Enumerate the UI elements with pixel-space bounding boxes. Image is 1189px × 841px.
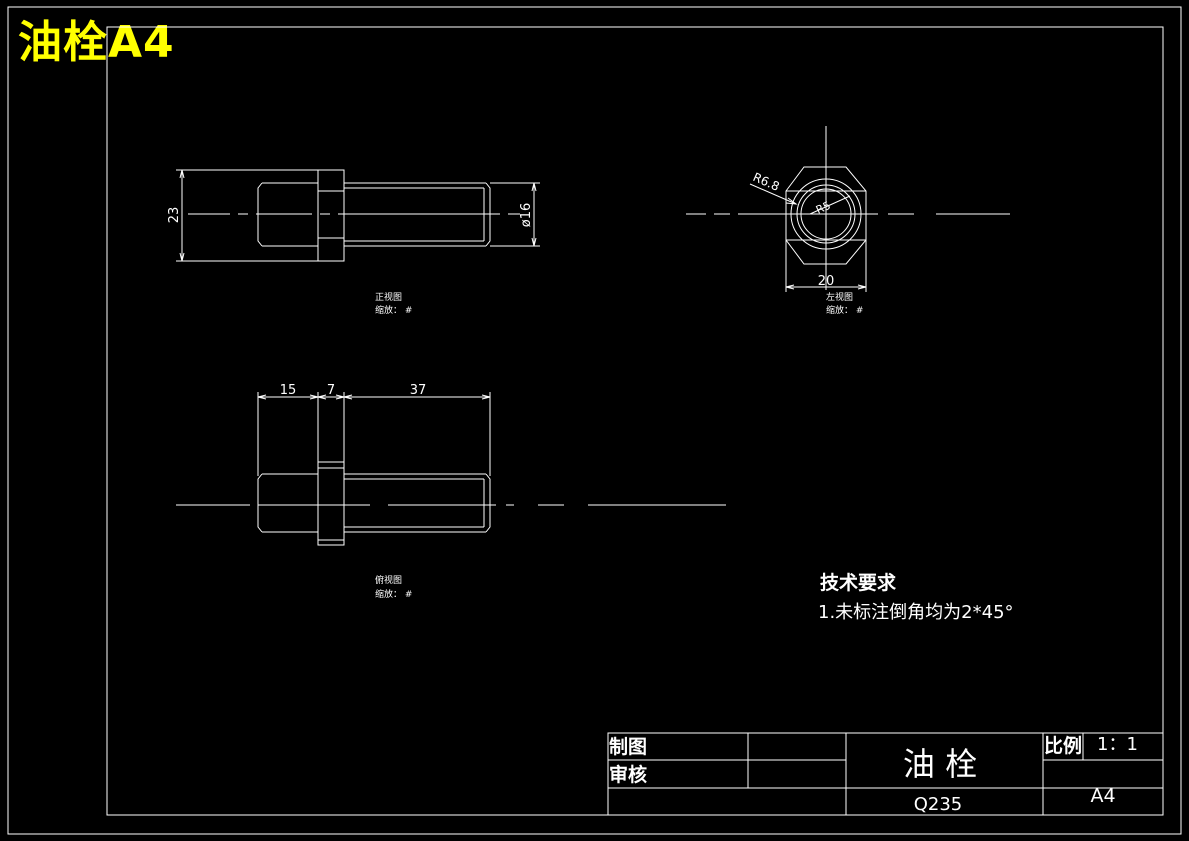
drawn-by-label: 制图 [609, 735, 647, 758]
inner-border [106, 26, 1164, 816]
side-view-name: 左视图 [826, 291, 853, 303]
checked-by-label: 审核 [609, 763, 647, 786]
outer-border [7, 6, 1182, 835]
sheet-size: A4 [1090, 785, 1115, 807]
title-block [607, 732, 1164, 816]
dim-outer-radius-text: R6.8 [751, 170, 782, 194]
dim-diameter-text: ø16 [519, 203, 534, 228]
dim-inner-radius-text: R5 [814, 199, 833, 217]
front-view-scale: 缩放： # [375, 304, 412, 316]
part-name: 油 栓 [903, 745, 977, 783]
top-view-scale: 缩放： # [375, 588, 412, 600]
material-text: Q235 [914, 794, 963, 815]
dim-height-text: 23 [167, 207, 182, 224]
front-view-name: 正视图 [375, 291, 402, 303]
side-view-scale: 缩放： # [826, 304, 863, 316]
drawing-title: 油栓A4 [18, 17, 175, 68]
dim-width-text: 20 [818, 274, 835, 289]
dim-length-b-text: 7 [327, 383, 335, 398]
side-view [686, 126, 1010, 292]
dim-length-c-text: 37 [410, 383, 427, 398]
notes-heading: 技术要求 [820, 571, 897, 594]
notes-item-1: 1.未标注倒角均为2*45° [818, 602, 1014, 623]
top-view [176, 392, 726, 546]
scale-value: 1：1 [1097, 734, 1138, 755]
scale-label: 比例 [1044, 734, 1082, 757]
front-view [176, 169, 540, 262]
top-view-name: 俯视图 [375, 574, 402, 586]
dim-length-a-text: 15 [280, 383, 297, 398]
